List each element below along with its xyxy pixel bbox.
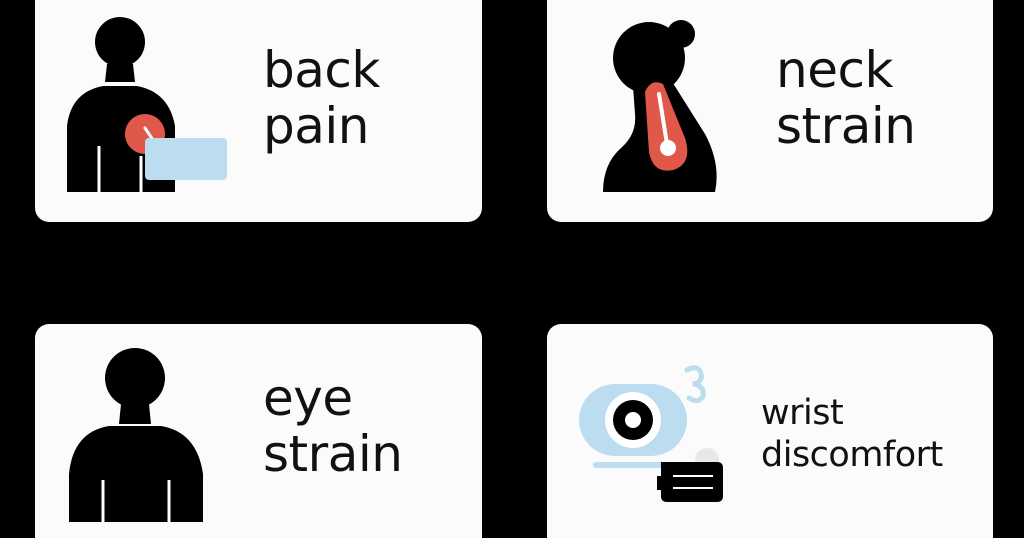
eye-strain-line1: eye	[263, 369, 353, 427]
back-pain-line1: back	[263, 41, 380, 99]
neck-strain-label: neck strain	[776, 41, 916, 155]
back-pain-label: back pain	[263, 42, 380, 154]
person-silhouette-icon	[69, 348, 203, 522]
eye-and-hand-icon	[579, 365, 723, 502]
neck-strain-line2: strain	[776, 97, 916, 155]
wrist-discomfort-line1: wrist	[761, 393, 844, 433]
eye-strain-label: eye strain	[263, 369, 403, 483]
back-pain-line2: pain	[263, 97, 369, 155]
eye-strain-card: eye strain	[35, 324, 482, 538]
eye-strain-line2: strain	[263, 425, 403, 483]
neck-strain-line1: neck	[776, 41, 893, 99]
wrist-discomfort-label: wrist discomfort	[761, 392, 943, 476]
person-back-pain-icon	[67, 17, 227, 192]
back-pain-card: back pain	[35, 0, 482, 222]
wrist-discomfort-line2: discomfort	[761, 435, 943, 475]
wrist-discomfort-card: wrist discomfort	[547, 324, 993, 538]
neck-strain-card: neck strain	[547, 0, 993, 222]
person-neck-strain-icon	[603, 20, 717, 192]
